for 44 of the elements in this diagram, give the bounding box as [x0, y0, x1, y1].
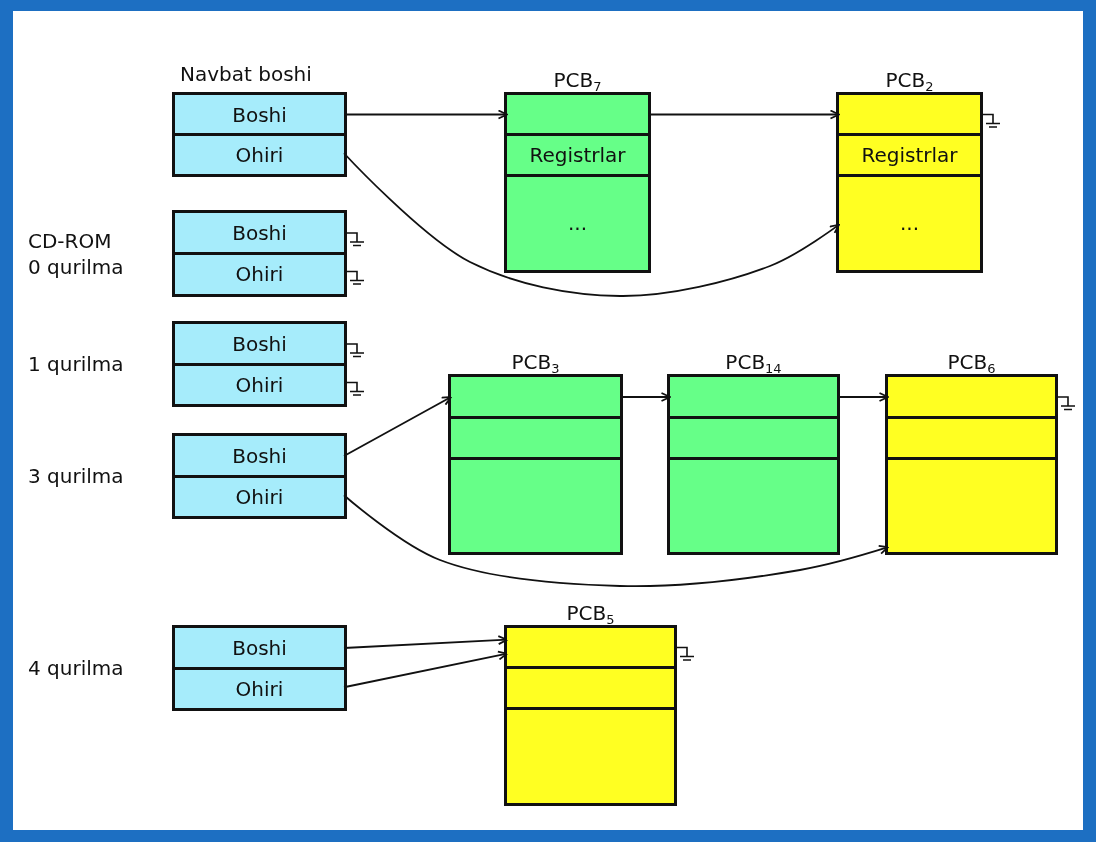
- pcb-empty-field: [888, 415, 1055, 458]
- pointer-field: Boshi: [175, 95, 344, 134]
- queue-label: Navbat boshi: [180, 61, 312, 87]
- pointer-field: Boshi: [175, 628, 344, 668]
- pointer-field: Boshi: [175, 213, 344, 253]
- pointer-field: Ohiri: [175, 362, 344, 404]
- pcb-label: PCB$_{2}$: [885, 67, 934, 93]
- queue-label: CD-ROM 0 qurilma: [28, 227, 125, 280]
- arrow: [343, 396, 452, 457]
- pcb-empty-field: [670, 415, 837, 458]
- pointer-field: Boshi: [175, 324, 344, 364]
- pcb-empty-field: [451, 377, 620, 417]
- pointer-field: Ohiri: [175, 474, 344, 516]
- arrow: [343, 494, 889, 588]
- pcb-label: PCB$_{7}$: [553, 67, 602, 93]
- pcb-empty-field: [507, 628, 674, 667]
- pcb-label: PCB$_{14}$: [725, 349, 782, 375]
- pcb-label: PCB$_{3}$: [511, 349, 560, 375]
- pcb-empty-field: [507, 706, 674, 803]
- pcb-label: PCB$_{6}$: [947, 349, 996, 375]
- pcb-empty-field: [670, 456, 837, 552]
- arrow: [343, 152, 840, 297]
- pcb-field: Registrlar: [839, 132, 980, 175]
- queue-label: 3 qurilma: [28, 463, 125, 489]
- pointer-field: Boshi: [175, 436, 344, 476]
- pcb-field: Registrlar: [507, 132, 648, 175]
- pcb-label: PCB$_{5}$: [566, 600, 615, 626]
- pcb-empty-field: [451, 415, 620, 458]
- pcb-empty-field: [888, 456, 1055, 552]
- pointer-field: Ohiri: [175, 251, 344, 294]
- pcb-empty-field: [888, 377, 1055, 417]
- pcb-empty-field: [839, 95, 980, 134]
- pcb-empty-field: [507, 665, 674, 708]
- arrow: [343, 650, 508, 689]
- pointer-field: Ohiri: [175, 132, 344, 174]
- pcb-empty-field: [670, 377, 837, 417]
- queue-label: 1 qurilma: [28, 351, 125, 377]
- arrow: [343, 635, 508, 649]
- queue-label: 4 qurilma: [28, 655, 125, 681]
- pcb-empty-field: [451, 456, 620, 552]
- pointer-field: Ohiri: [175, 666, 344, 708]
- pcb-field: ...: [507, 173, 648, 270]
- pcb-field: ...: [839, 173, 980, 270]
- pcb-empty-field: [507, 95, 648, 134]
